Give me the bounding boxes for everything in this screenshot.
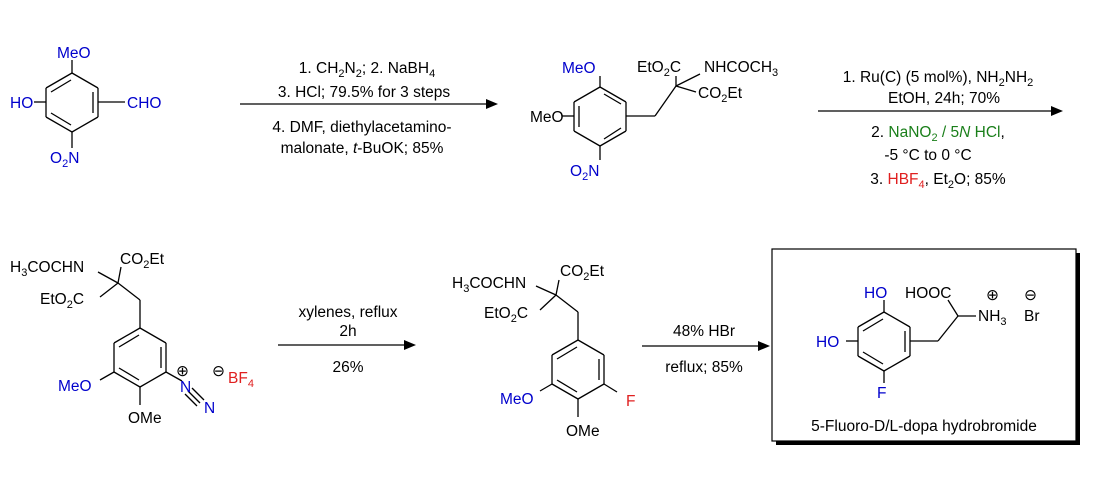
int3-methoxy-left: MeO <box>500 391 534 408</box>
step3-arrowhead <box>404 340 416 350</box>
sm-hydroxy: HO <box>10 95 33 112</box>
step2-line2: EtOH, 24h; 70% <box>888 90 1000 107</box>
step3: xylenes, reflux 2h 26% <box>278 304 416 376</box>
product-fluorine: F <box>877 385 886 402</box>
step1-line2: 3. HCl; 79.5% for 3 steps <box>278 84 451 101</box>
intermediate-1: MeO MeO EtO2C NHCOCH3 CO2Et O2N <box>530 59 778 183</box>
product-box-shadow-bottom <box>776 441 1080 445</box>
step1-arrowhead <box>486 99 498 109</box>
int3-fluorine: F <box>626 393 635 410</box>
int1-ester-right: CO2Et <box>698 85 743 105</box>
int2-ester-left: EtO2C <box>40 291 84 311</box>
int3-ester-left: EtO2C <box>484 305 528 325</box>
int1-ring <box>562 73 701 160</box>
product-plus-charge: ⊕ <box>986 287 999 304</box>
step4: 48% HBr reflux; 85% <box>642 323 770 376</box>
int1-methoxy-mid: MeO <box>530 109 564 126</box>
int1-methoxy-top: MeO <box>562 60 596 77</box>
int3-ester-top: CO2Et <box>560 263 605 283</box>
product-name: 5-Fluoro-D/L-dopa hydrobromide <box>811 418 1037 435</box>
step2-arrowhead <box>1051 106 1063 116</box>
step3-line3: 26% <box>332 359 363 376</box>
int1-ester-left: EtO2C <box>637 59 681 79</box>
step3-line1: xylenes, reflux <box>298 304 397 321</box>
step1-line1: 1. CH2N2; 2. NaBH4 <box>299 60 435 80</box>
int2-n1: N <box>180 379 191 396</box>
product-box-shadow-right <box>1076 253 1080 445</box>
step2-line1: 1. Ru(C) (5 mol%), NH2NH2 <box>843 69 1034 89</box>
step2-line3: 2. NaNO2 / 5N HCl, <box>871 124 1005 144</box>
int2-minus-charge: ⊖ <box>212 363 225 380</box>
step1: 1. CH2N2; 2. NaBH4 3. HCl; 79.5% for 3 s… <box>240 60 498 157</box>
int3-ring <box>535 279 618 417</box>
product: HO HO HOOC ⊕ ⊖ NH3 Br F 5-Fluoro-D/L-dop… <box>771 248 1080 445</box>
int2-acetamido: H3COCHN <box>10 259 84 279</box>
step2: 1. Ru(C) (5 mol%), NH2NH2 EtOH, 24h; 70%… <box>818 69 1063 191</box>
step4-line1: 48% HBr <box>673 323 735 340</box>
product-ammonium: NH3 <box>978 308 1007 328</box>
step2-line5: 3. HBF4, Et2O; 85% <box>870 171 1006 191</box>
int1-nitro: O2N <box>570 163 599 183</box>
int2-ester-top: CO2Et <box>120 251 165 271</box>
product-hydroxy-top: HO <box>864 285 887 302</box>
sm-methoxy: MeO <box>57 45 91 62</box>
product-ring <box>846 299 976 383</box>
int3-acetamido: H3COCHN <box>452 275 526 295</box>
step4-arrowhead <box>758 341 770 351</box>
sm-aldehyde: CHO <box>127 95 161 112</box>
step2-line4: -5 °C to 0 °C <box>884 147 971 164</box>
product-bromide: Br <box>1024 308 1040 325</box>
sm-nitro: O2N <box>50 150 79 170</box>
int2-n2: N <box>204 400 215 417</box>
intermediate-2: H3COCHN CO2Et EtO2C MeO OMe N N ⊕ ⊖ BF4 <box>10 251 254 427</box>
int2-methoxy-left: MeO <box>58 378 92 395</box>
product-hydroxy-mid: HO <box>816 334 839 351</box>
int3-methoxy-bottom: OMe <box>566 423 600 440</box>
int2-ring <box>97 266 205 407</box>
step1-line3: 4. DMF, diethylacetamino- <box>272 119 451 136</box>
step1-line4: malonate, t-BuOK; 85% <box>281 140 444 157</box>
int2-methoxy-bottom: OMe <box>128 410 162 427</box>
int1-acetamido: NHCOCH3 <box>704 59 778 79</box>
starting-material: MeO HO CHO O2N <box>10 45 161 170</box>
intermediate-3: H3COCHN CO2Et EtO2C MeO OMe F <box>452 263 635 440</box>
int2-counterion: BF4 <box>228 370 254 390</box>
int2-plus-charge: ⊕ <box>176 363 189 380</box>
sm-ring <box>34 60 125 148</box>
product-carboxyl: HOOC <box>905 285 952 302</box>
step3-line2: 2h <box>339 323 356 340</box>
step4-line2: reflux; 85% <box>665 359 743 376</box>
product-minus-charge: ⊖ <box>1024 287 1037 304</box>
